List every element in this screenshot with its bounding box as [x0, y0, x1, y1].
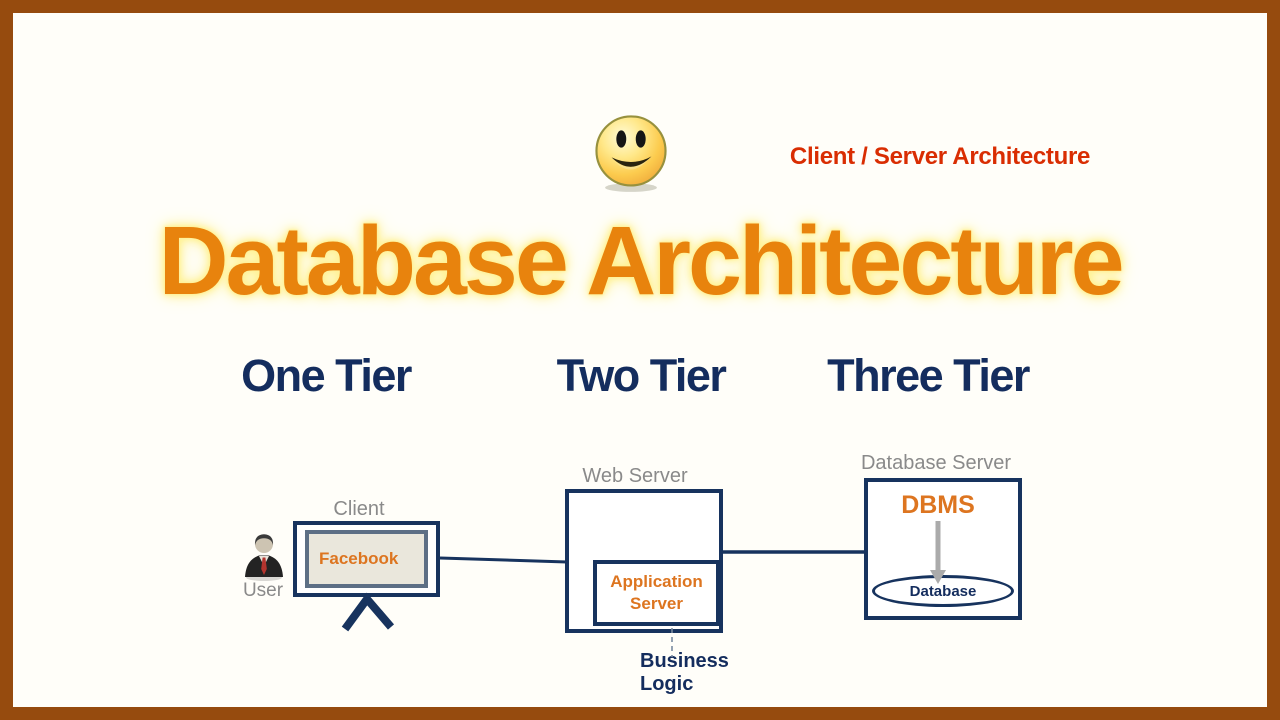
business-logic-annotation: Business Logic	[640, 650, 729, 696]
application-server-box: Application Server	[593, 560, 720, 626]
heading-one-tier: One Tier	[241, 350, 412, 401]
database-server-label: Database Server	[860, 452, 1012, 474]
database-ellipse: Database	[872, 575, 1014, 607]
application-server-label: Application Server	[610, 571, 703, 613]
monitor-stand	[341, 592, 395, 632]
heading-three-tier: Three Tier	[827, 350, 1030, 401]
web-server-label: Web Server	[582, 465, 688, 487]
smiley-face-icon	[595, 115, 667, 192]
monitor-screen: Facebook	[305, 530, 428, 588]
client-monitor: Facebook	[293, 521, 440, 597]
page-title: Database Architecture	[158, 206, 1124, 315]
user-label: User	[242, 580, 284, 601]
database-label: Database	[909, 582, 977, 600]
screen-app-name: Facebook	[319, 549, 399, 568]
client-to-webserver-line	[439, 556, 568, 564]
client-label: Client	[333, 498, 385, 520]
subtitle-client-server: Client / Server Architecture	[789, 143, 1091, 170]
heading-two-tier: Two Tier	[556, 350, 727, 401]
person-icon	[245, 534, 283, 581]
dbms-label: DBMS	[901, 491, 975, 519]
